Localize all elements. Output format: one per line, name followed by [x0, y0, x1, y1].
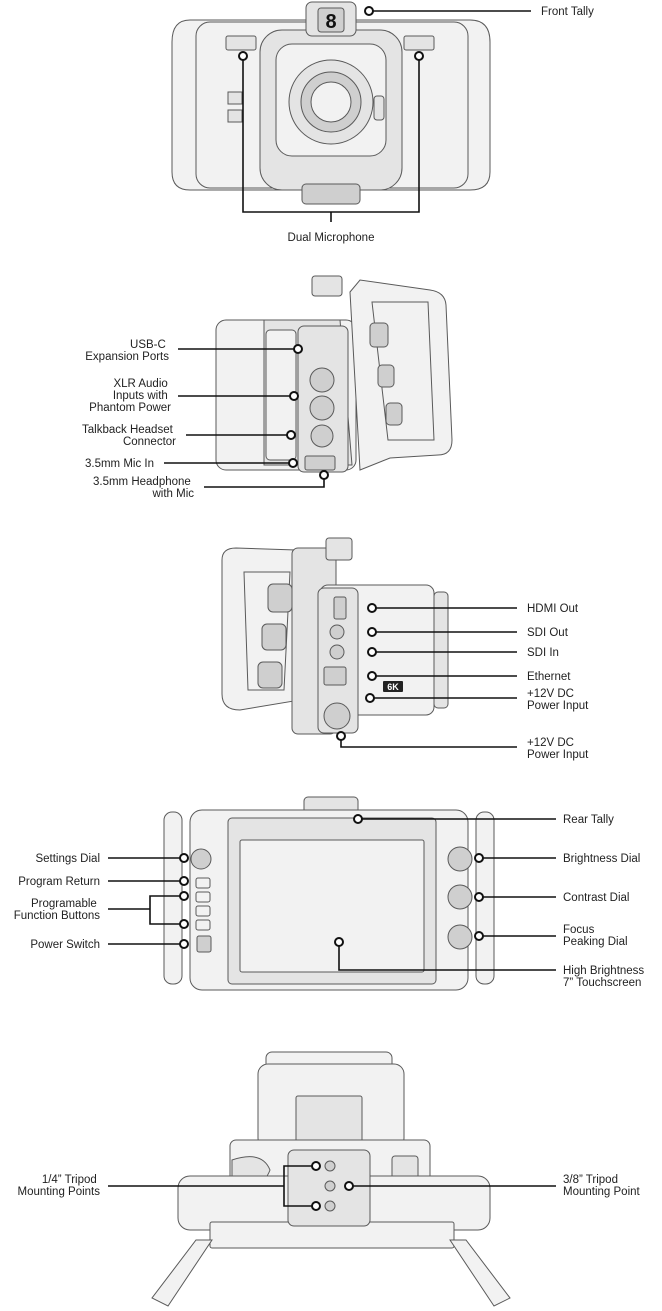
- callout-labels: Front Tally Dual Microphone USB-C Expans…: [14, 6, 647, 1198]
- label-settings-dial: Settings Dial: [35, 853, 100, 865]
- callout-markers: [179, 6, 484, 1211]
- resolution-badge: 6K: [387, 682, 399, 692]
- label-program-return: Program Return: [18, 876, 100, 888]
- label-brightness-dial: Brightness Dial: [563, 853, 640, 865]
- label-sdi-out: SDI Out: [527, 627, 569, 639]
- right-side-view: 6K: [221, 537, 449, 735]
- label-power-input-b: +12V DC Power Input: [527, 737, 589, 761]
- label-quarter-inch-mounting-points: 1/4” Tripod Mounting Points: [18, 1174, 101, 1198]
- label-xlr-audio-inputs: XLR Audio Inputs with Phantom Power: [89, 378, 171, 414]
- label-power-input-a: +12V DC Power Input: [527, 688, 589, 712]
- label-dual-microphone: Dual Microphone: [288, 232, 375, 244]
- label-usb-c-expansion-ports: USB-C Expansion Ports: [85, 339, 169, 363]
- label-mic-in: 3.5mm Mic In: [85, 458, 154, 470]
- label-sdi-in: SDI In: [527, 647, 559, 659]
- front-view: 8: [171, 1, 491, 205]
- left-side-view: [215, 275, 453, 473]
- bottom-view: [151, 1051, 511, 1307]
- label-headphone-with-mic: 3.5mm Headphone with Mic: [93, 476, 194, 500]
- front-tally-number: 8: [325, 11, 336, 33]
- label-hdmi-out: HDMI Out: [527, 603, 579, 615]
- label-front-tally: Front Tally: [541, 6, 594, 18]
- label-ethernet: Ethernet: [527, 671, 571, 683]
- label-programable-function-buttons: Programable Function Buttons: [14, 898, 101, 922]
- label-talkback-headset-connector: Talkback Headset Connector: [82, 424, 176, 448]
- label-rear-tally: Rear Tally: [563, 814, 614, 826]
- label-focus-peaking-dial: Focus Peaking Dial: [563, 924, 628, 948]
- label-contrast-dial: Contrast Dial: [563, 892, 629, 904]
- label-touchscreen: High Brightness 7” Touchscreen: [563, 965, 647, 989]
- rear-view: [163, 796, 495, 991]
- label-three-eighths-mounting-point: 3/8” Tripod Mounting Point: [563, 1174, 641, 1198]
- callout-lines: [108, 10, 556, 1207]
- label-power-switch: Power Switch: [30, 939, 100, 951]
